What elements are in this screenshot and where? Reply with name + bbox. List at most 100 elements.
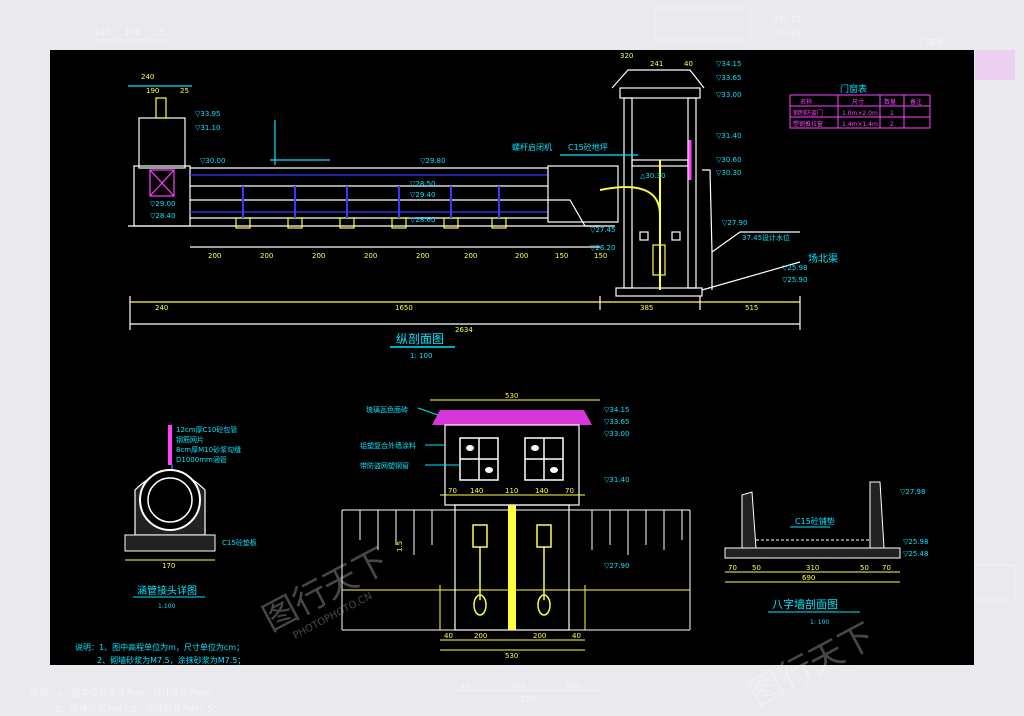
- elev-level-2: ▽33.65: [604, 418, 629, 426]
- ghost-dim-3: 25: [155, 28, 165, 37]
- gate-post: [508, 505, 516, 630]
- pipe-detail: 12cm厚C10砼包管 钢筋网片 8cm厚M10砂浆勾缝 D1000mm涵管 C…: [124, 425, 257, 610]
- elev-low-level: ▽27.90: [604, 562, 629, 570]
- tower-dim-320: 320: [620, 52, 633, 60]
- profile-labels: 240 190 25 320 241 40 ▽33.95 ▽31.10 ▽30.…: [141, 52, 838, 360]
- wing-wall: C15砼铺垫 ▽27.98 ▽25.98 ▽25.48 70 50 310 50…: [724, 481, 928, 626]
- wing-wall-title: 八字墙剖面图: [772, 597, 838, 611]
- level-t10: ▽27.45: [590, 226, 615, 234]
- bottom-dim-2: 200: [260, 252, 273, 260]
- pipe-base-label: C15砼垫板: [222, 538, 257, 547]
- tower-dim-40: 40: [684, 60, 693, 68]
- top-dim-25: 25: [180, 87, 189, 95]
- door-row-2-name: 塑钢推拉窗: [793, 120, 823, 128]
- elevation-view: 530 70 140 110 140 70: [341, 392, 691, 660]
- level-t9: ▽25.90: [782, 276, 807, 284]
- door-table-header-note: 备注: [910, 98, 922, 106]
- wing-wall-base: [724, 547, 901, 559]
- wing-dim-1: 70: [728, 564, 737, 572]
- outer-ghost: 240 190 25 门窗表 ▽34.15 ▽33.65 说明：1、图中高程单位…: [30, 7, 1016, 715]
- total-240: 240: [155, 304, 168, 312]
- tower-dim-241: 241: [650, 60, 663, 68]
- elev-label-3: 带防盗网塑钢窗: [360, 461, 409, 470]
- level-l7: ▽29.00: [150, 200, 175, 208]
- bottom-dim-5: 200: [416, 252, 429, 260]
- wing-wall-scale: 1: 100: [810, 619, 829, 626]
- level-t3: ▽33.00: [716, 91, 741, 99]
- bottom-dim-7: 200: [515, 252, 528, 260]
- level-l4: ▽29.80: [420, 157, 445, 165]
- pipe-detail-title: 涵管接头详图: [137, 584, 197, 597]
- door-table-header-name: 名称: [800, 98, 812, 106]
- wing-slab-label: C15砼铺垫: [795, 516, 835, 526]
- level-l2: ▽31.10: [195, 124, 220, 132]
- win-dim-3: 110: [505, 487, 518, 495]
- wing-dim-2: 50: [752, 564, 761, 572]
- win-dim-1: 70: [448, 487, 457, 495]
- elev-label-2: 铝塑复合外墙涂料: [360, 441, 416, 450]
- notes: 说明：1、图中高程单位为m，尺寸单位为cm； 2、砌墙砂浆为M7.5，涂抹砂浆为…: [75, 642, 245, 665]
- bottom-dim-4: 200: [364, 252, 377, 260]
- ghost-bdim-2: 200: [510, 681, 525, 690]
- pipe-note-1: 12cm厚C10砼包管: [176, 425, 237, 434]
- elev-label-1: 琉璃瓦色面砖: [366, 405, 408, 414]
- elev-side-level: ▽31.40: [604, 476, 629, 484]
- win-dim-2: 140: [470, 487, 483, 495]
- ghost-label-3: ▽33.65: [772, 29, 801, 38]
- top-dim-240: 240: [141, 73, 154, 81]
- profile-scale: 1: 100: [410, 352, 432, 360]
- elev-bdim-4: 40: [572, 632, 581, 640]
- wing-dim-5: 70: [882, 564, 891, 572]
- elev-bdim-3: 200: [533, 632, 546, 640]
- total-1650: 1650: [395, 304, 413, 312]
- win-dim-4: 140: [535, 487, 548, 495]
- pipe-note-2: 钢筋网片: [176, 435, 204, 444]
- win-dim-5: 70: [565, 487, 574, 495]
- roof-tiles: [432, 410, 592, 425]
- wing-level-1: ▽27.98: [900, 488, 925, 496]
- elev-level-3: ▽33.00: [604, 430, 629, 438]
- ghost-bdim-1: 40: [460, 681, 470, 690]
- ghost-label-2: ▽34.15: [772, 15, 801, 24]
- elev-level-1: ▽34.15: [604, 406, 629, 414]
- callout-slab: C15砼地坪: [568, 142, 608, 152]
- pipe-note-4: D1000mm涵管: [176, 455, 227, 464]
- total-2634: 2634: [455, 326, 473, 334]
- door-table-header-size: 尺寸: [852, 98, 864, 106]
- callout-angle: △30.30: [640, 172, 665, 180]
- level-l5: ▽28.50: [410, 180, 435, 188]
- callout-note: 37.45设计水位: [742, 233, 790, 242]
- elev-left-dim: 1.5: [396, 541, 404, 552]
- level-t1: ▽34.15: [716, 60, 741, 68]
- top-dim-190: 190: [146, 87, 159, 95]
- level-l9: ▽28.40: [150, 212, 175, 220]
- bottom-dim-6: 200: [464, 252, 477, 260]
- callout-canal: 场北渠: [808, 252, 838, 265]
- ghost-bdim-3: 200: [565, 681, 580, 690]
- pipe-width-dim: 170: [162, 562, 175, 570]
- bottom-dim-1: 200: [208, 252, 221, 260]
- ghost-dim-1: 240: [95, 28, 110, 37]
- door-row-1-size: 1.0m×2.0m: [842, 110, 878, 117]
- door-row-1-name: 钢制防盗门: [793, 109, 823, 117]
- wing-dim-3: 310: [806, 564, 819, 572]
- bottom-dim-9: 150: [594, 252, 607, 260]
- door-row-1-qty: 1: [890, 110, 894, 117]
- level-t11: ▽26.20: [590, 244, 615, 252]
- profile-view: [128, 69, 801, 330]
- pipe-detail-scale: 1:100: [158, 603, 175, 610]
- wing-level-2: ▽25.98: [903, 538, 928, 546]
- level-t2: ▽33.65: [716, 74, 741, 82]
- door-table: 门窗表 名称 尺寸 数量 备注 钢制防盗门 1.0m×2.0m 1 塑钢推拉窗 …: [789, 83, 931, 129]
- ghost-bdim-4: 530: [520, 695, 535, 704]
- door-row-2-size: 1.4m×1.4m: [842, 121, 878, 128]
- level-l3: ▽30.00: [200, 157, 225, 165]
- level-l6: ▽29.40: [410, 191, 435, 199]
- ghost-note-1: 说明：1、图中高程单位为m，尺寸单位为cm;: [30, 687, 214, 699]
- level-t4: ▽31.40: [716, 132, 741, 140]
- door-table-title: 门窗表: [840, 83, 867, 95]
- pipe-note-3: 8cm厚M10砂浆勾缝: [176, 445, 241, 454]
- wing-level-3: ▽25.48: [903, 550, 928, 558]
- wing-dim-4: 50: [860, 564, 869, 572]
